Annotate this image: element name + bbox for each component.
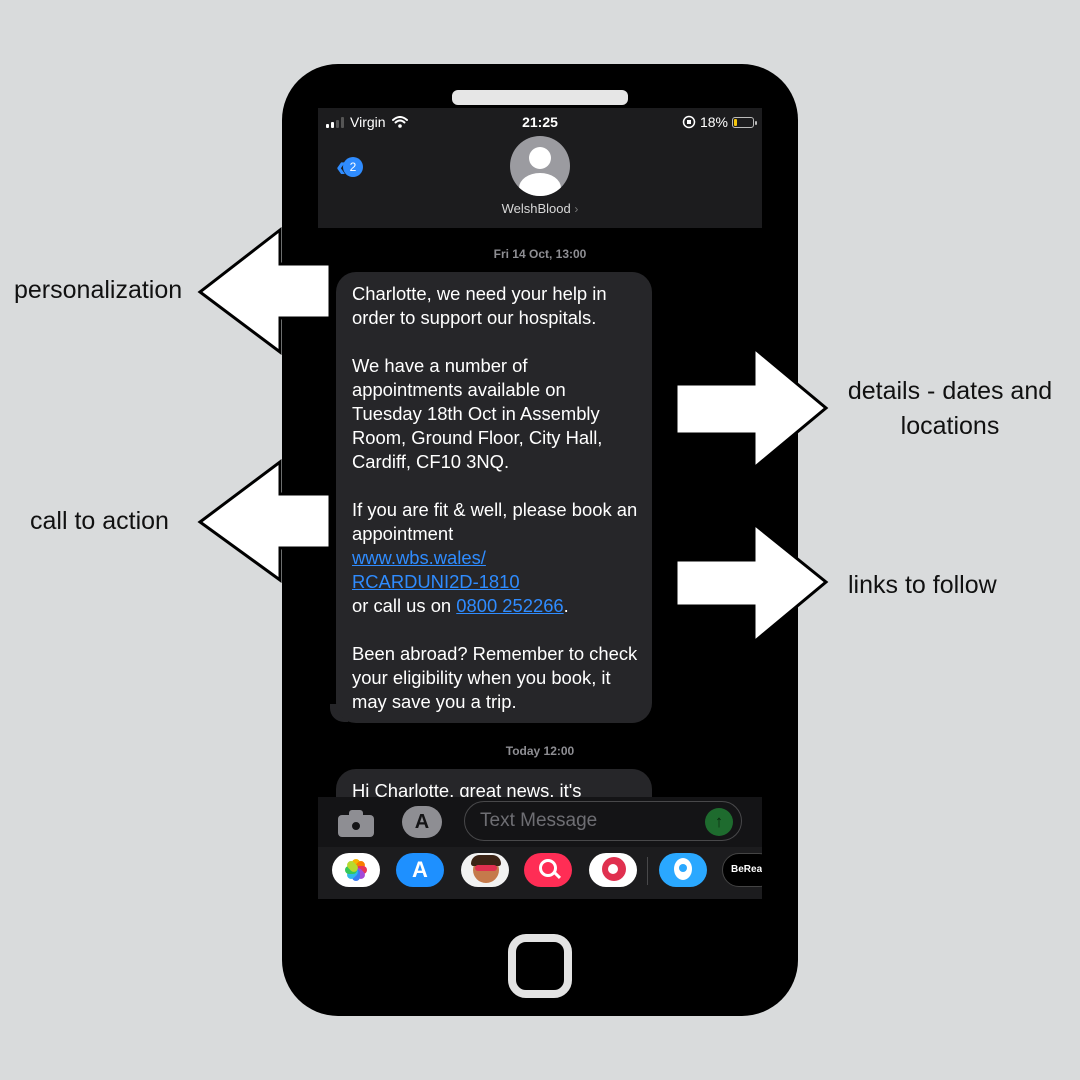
signal-icon xyxy=(326,116,344,128)
conversation-header: Virgin 21:25 18% ‹ 2 xyxy=(318,108,762,228)
message-paragraph: We have a number of appointments availab… xyxy=(352,355,603,472)
arrow-left-icon xyxy=(197,459,332,583)
strip-divider xyxy=(647,857,648,885)
imessage-app-strip: A BeReal. xyxy=(318,847,762,899)
booking-link[interactable]: www.wbs.wales/RCARDUNI2D-1810 xyxy=(352,547,520,592)
arrow-right-icon xyxy=(674,344,829,472)
annotation-personalization: personalization xyxy=(14,276,183,304)
message-paragraph: Been abroad? Remember to check your elig… xyxy=(352,643,638,712)
message-timestamp: Today 12:00 xyxy=(505,744,575,758)
contact-name-button[interactable]: WelshBlood › xyxy=(318,201,762,216)
back-button[interactable]: ‹ 2 xyxy=(336,152,363,182)
phone-link[interactable]: 0800 252266 xyxy=(456,595,564,616)
battery-percent: 18% xyxy=(699,114,728,130)
message-timestamp: Fri 14 Oct, 13:00 xyxy=(493,247,587,261)
messages-screen: Virgin 21:25 18% ‹ 2 xyxy=(318,108,762,899)
message-paragraph: Charlotte, we need your help in order to… xyxy=(352,283,607,328)
app-store-icon[interactable]: A xyxy=(402,806,442,838)
camera-icon[interactable] xyxy=(338,810,374,837)
send-arrow-icon[interactable]: ↑ xyxy=(705,808,733,836)
app-store-app-icon[interactable]: A xyxy=(396,853,444,887)
bereal-app-icon[interactable]: BeReal. xyxy=(722,853,762,887)
image-search-app-icon[interactable] xyxy=(524,853,572,887)
arrow-right-icon xyxy=(674,520,829,646)
message-text: If you are fit & well, please book an ap… xyxy=(352,499,638,544)
shazam-app-icon[interactable] xyxy=(659,853,707,887)
memoji-app-icon[interactable] xyxy=(461,853,509,887)
message-preview: Hi Charlotte, great news, it's xyxy=(352,780,582,801)
contact-avatar[interactable] xyxy=(510,136,570,196)
annotation-details: details - dates and locations xyxy=(847,377,1053,440)
photos-app-icon[interactable] xyxy=(332,853,380,887)
wifi-icon xyxy=(391,116,408,128)
digital-touch-app-icon[interactable] xyxy=(589,853,637,887)
composer-bar: A Text Message ↑ xyxy=(318,797,762,847)
chevron-left-icon: ‹ xyxy=(336,150,346,183)
clock: 21:25 xyxy=(522,114,558,130)
orientation-lock-icon xyxy=(682,115,696,129)
message-paragraph: If you are fit & well, please book an ap… xyxy=(352,499,638,616)
unread-badge: 2 xyxy=(343,157,363,177)
message-bubble[interactable]: Charlotte, we need your help in order to… xyxy=(336,272,652,723)
annotation-call-to-action: call to action xyxy=(30,507,169,535)
annotation-links: links to follow xyxy=(848,571,997,599)
battery-icon xyxy=(732,116,757,128)
carrier-name: Virgin xyxy=(350,114,386,130)
home-button[interactable] xyxy=(508,934,572,998)
contact-name: WelshBlood xyxy=(501,201,571,216)
phone-speaker xyxy=(452,90,628,105)
message-input[interactable]: Text Message xyxy=(464,801,742,841)
arrow-left-icon xyxy=(197,226,332,355)
chevron-right-icon: › xyxy=(574,202,579,216)
status-bar: Virgin 21:25 18% xyxy=(318,112,762,132)
message-text: or call us on xyxy=(352,595,457,616)
